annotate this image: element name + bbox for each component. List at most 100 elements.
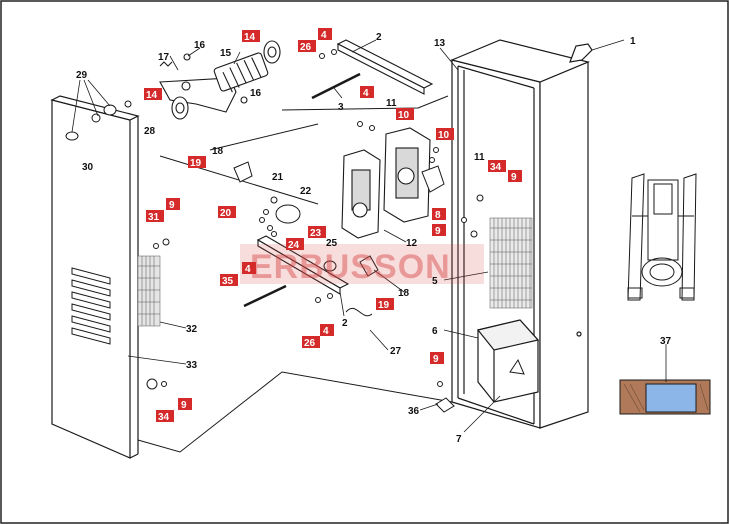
badge-9-e: 9	[178, 398, 192, 411]
svg-text:26: 26	[304, 338, 316, 349]
cable-27	[345, 307, 373, 317]
svg-text:34: 34	[158, 412, 170, 423]
foundation-inset	[619, 379, 711, 415]
door-screws	[146, 238, 170, 390]
svg-text:4: 4	[321, 30, 327, 41]
callout-3: 3	[338, 102, 344, 113]
svg-text:14: 14	[146, 90, 158, 101]
door-louvres	[71, 267, 111, 345]
callout-21: 21	[272, 172, 284, 183]
badge-31: 31	[146, 210, 164, 223]
callout-5: 5	[432, 276, 438, 287]
callout-27: 27	[390, 346, 402, 357]
foundation-plate	[645, 383, 697, 413]
callout-22: 22	[300, 186, 312, 197]
badge-34-b: 34	[156, 410, 174, 423]
cabinet-vent-grill	[489, 217, 533, 309]
callout-11-right: 11	[474, 152, 485, 163]
badge-9-b: 9	[432, 224, 446, 237]
badge-26-a: 26	[298, 40, 316, 53]
badge-20: 20	[218, 206, 236, 219]
callout-16-top: 16	[194, 40, 206, 51]
badge-10-b: 10	[436, 128, 454, 141]
svg-text:35: 35	[222, 276, 234, 287]
badge-10-a: 10	[396, 108, 414, 121]
watermark-text: ERBUSSON	[250, 248, 451, 286]
red-badge-callouts: 4 4 4 4 8 9 9 9 9 9 10 10 14 14 19 19 20…	[144, 28, 522, 423]
badge-4-d: 4	[320, 324, 334, 337]
callout-2-top: 2	[376, 32, 382, 43]
svg-text:9: 9	[511, 172, 517, 183]
guide-rail-top	[336, 39, 434, 95]
callout-37: 37	[660, 336, 672, 347]
callout-18-top: 18	[212, 146, 224, 157]
svg-text:31: 31	[148, 212, 160, 223]
svg-text:24: 24	[288, 240, 300, 251]
callout-2-bottom: 2	[342, 318, 348, 329]
motor-reducer-group	[159, 40, 281, 120]
badge-23: 23	[308, 226, 326, 239]
spring-pin	[159, 61, 173, 67]
badge-14-a: 14	[242, 30, 260, 43]
gearbox-housing-right	[383, 127, 431, 223]
release-cam	[323, 260, 337, 272]
callout-29: 29	[76, 70, 88, 81]
bearing-top	[263, 40, 281, 64]
badge-24: 24	[286, 238, 304, 251]
badge-4-c: 4	[242, 262, 256, 275]
svg-text:9: 9	[181, 400, 187, 411]
limit-switch-assembly	[259, 196, 301, 237]
cabinet-lifting-handle	[569, 43, 593, 63]
callout-6: 6	[432, 326, 438, 337]
badge-8: 8	[432, 208, 446, 221]
watermark-frame	[240, 244, 484, 284]
cable-clip-top	[233, 161, 253, 183]
badge-19-a: 19	[188, 156, 206, 169]
earth-bolt	[435, 397, 455, 413]
callout-17: 17	[158, 52, 170, 63]
tie-rod-3	[311, 72, 361, 100]
svg-text:8: 8	[435, 210, 441, 221]
badge-26-b: 26	[302, 336, 320, 349]
svg-text:10: 10	[438, 130, 450, 141]
callout-1: 1	[630, 36, 636, 47]
cable-clip-bottom	[359, 255, 379, 277]
cabinet-body	[450, 39, 593, 429]
callout-18-bottom: 18	[398, 288, 410, 299]
electrical-junction-box	[476, 319, 540, 403]
badge-35: 35	[220, 274, 238, 287]
svg-text:4: 4	[363, 88, 369, 99]
badge-14-b: 14	[144, 88, 162, 101]
worm-screw-shaft	[213, 52, 269, 93]
svg-text:23: 23	[310, 228, 322, 239]
svg-text:9: 9	[169, 200, 175, 211]
cabinet-door-panel	[50, 95, 161, 459]
callout-33: 33	[186, 360, 198, 371]
callout-25: 25	[326, 238, 338, 249]
svg-text:19: 19	[190, 158, 202, 169]
screw-16-right	[240, 96, 248, 104]
callout-13: 13	[434, 38, 446, 49]
svg-text:10: 10	[398, 110, 410, 121]
plain-callouts: 1 2 2 3 5 6 7 11 11 12 13 15 16 16 17 18…	[76, 32, 672, 445]
mounting-clamp	[421, 165, 445, 193]
callout-32: 32	[186, 324, 198, 335]
callout-16-right: 16	[250, 88, 262, 99]
callout-11-top: 11	[386, 98, 397, 109]
gearbox-housing-left	[341, 149, 381, 239]
bearing-bottom	[171, 96, 189, 120]
tie-rod-35	[243, 284, 287, 308]
svg-text:9: 9	[433, 354, 439, 365]
badge-19-b: 19	[376, 298, 394, 311]
svg-text:4: 4	[323, 326, 329, 337]
callout-7: 7	[456, 434, 462, 445]
guide-rail-bottom	[256, 235, 350, 295]
door-mesh-filter	[137, 255, 161, 327]
svg-text:4: 4	[245, 264, 251, 275]
badge-9-c: 9	[166, 198, 180, 211]
badge-4-b: 4	[360, 86, 374, 99]
leader-lines	[71, 39, 667, 433]
svg-text:19: 19	[378, 300, 390, 311]
callout-12: 12	[406, 238, 418, 249]
